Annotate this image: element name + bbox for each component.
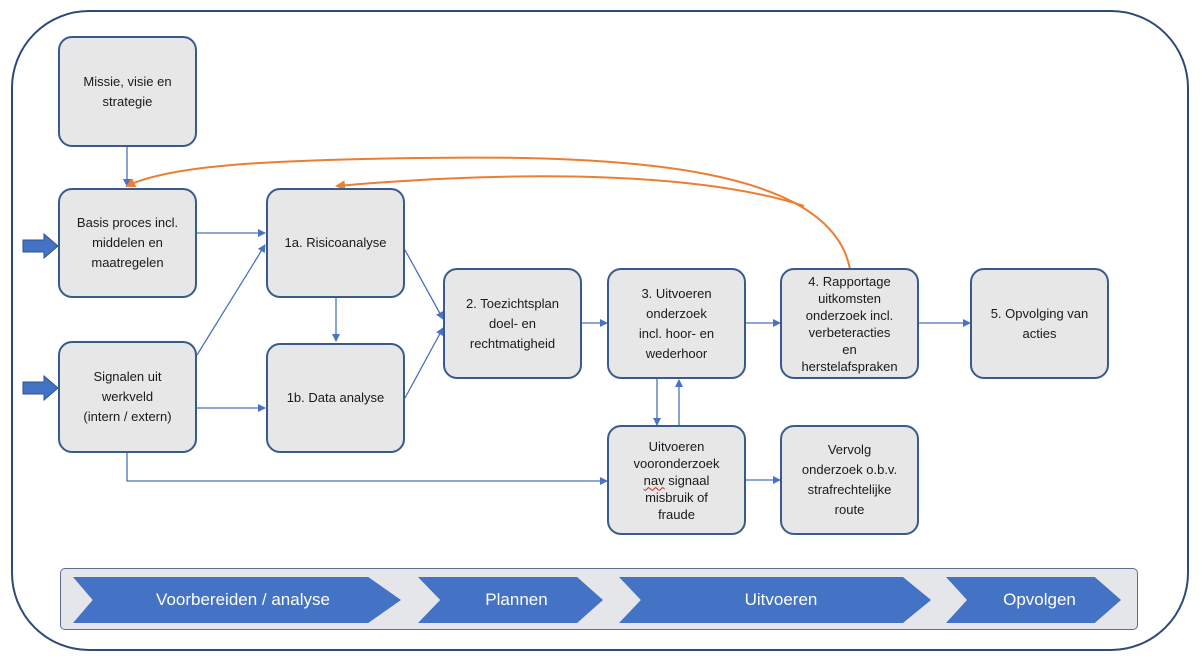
node-rapportage: 4. Rapportage uitkomsten onderzoek incl.… xyxy=(780,268,919,379)
node-basis-proces: Basis proces incl. middelen en maatregel… xyxy=(58,188,197,298)
node-data-analyse: 1b. Data analyse xyxy=(266,343,405,453)
input-arrow-signalen-icon xyxy=(22,375,59,401)
spellcheck-underline: nav xyxy=(643,472,665,488)
connector-signalen-risico xyxy=(196,244,266,356)
phase-uitvoeren: Uitvoeren xyxy=(619,577,931,623)
phase-opvolgen: Opvolgen xyxy=(946,577,1121,623)
feedback-rapportage-risico xyxy=(335,175,805,207)
phase-plannen: Plannen xyxy=(418,577,603,623)
connector-signalen-vooronderzoek xyxy=(126,453,608,485)
node-toezichtsplan: 2. Toezichtsplan doel- en rechtmatigheid xyxy=(443,268,582,379)
phase-strip: Voorbereiden / analyse Plannen Uitvoeren… xyxy=(60,568,1138,630)
node-risicoanalyse: 1a. Risicoanalyse xyxy=(266,188,405,298)
node-vervolg-onderzoek: Vervolg onderzoek o.b.v. strafrechtelijk… xyxy=(780,425,919,535)
node-opvolging: 5. Opvolging van acties xyxy=(970,268,1109,379)
connector-data-toezicht xyxy=(404,327,444,399)
node-uitvoeren-onderzoek: 3. Uitvoeren onderzoek incl. hoor- en we… xyxy=(607,268,746,379)
node-signalen: Signalen uit werkveld (intern / extern) xyxy=(58,341,197,453)
feedback-rapportage-basis xyxy=(125,156,851,270)
connector-risico-toezicht xyxy=(404,249,444,320)
diagram-frame xyxy=(11,10,1189,651)
phase-voorbereiden: Voorbereiden / analyse xyxy=(73,577,401,623)
input-arrow-basis-icon xyxy=(22,233,59,259)
node-missie: Missie, visie en strategie xyxy=(58,36,197,147)
node-vooronderzoek: Uitvoeren vooronderzoek nav signaal misb… xyxy=(607,425,746,535)
